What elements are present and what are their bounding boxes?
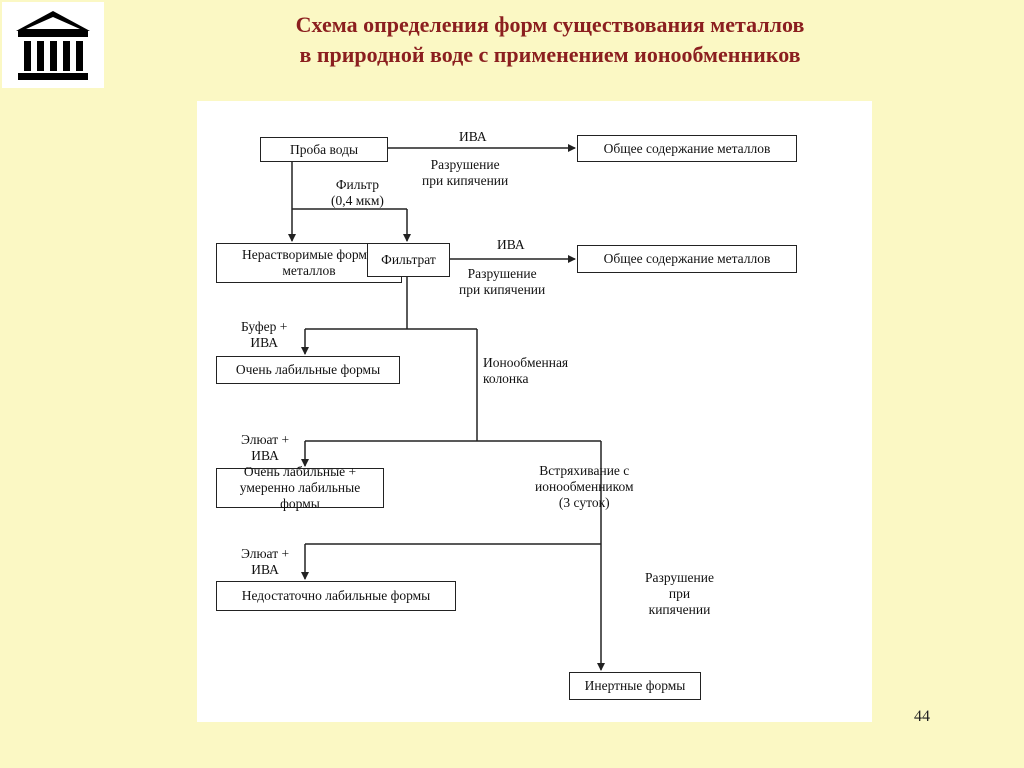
node-total-metals-2: Общее содержание металлов	[577, 245, 797, 273]
label-destruction-1-text: Разрушение при кипячении	[422, 157, 509, 188]
label-filter-text: Фильтр (0,4 мкм)	[331, 177, 384, 208]
node-very-labile: Очень лабильные формы	[216, 356, 400, 384]
slide-title: Схема определения форм существования мет…	[120, 10, 980, 70]
logo	[2, 2, 104, 88]
label-ion-column-text: Ионообменная колонка	[483, 355, 569, 386]
node-very-mod-labile: Очень лабильные + умеренно лабильные фор…	[216, 464, 384, 511]
page-number: 44	[914, 708, 930, 725]
label-shaking-text: Встряхивание с ионообменником (3 суток)	[535, 463, 634, 510]
label-filter: Фильтр (0,4 мкм)	[331, 177, 384, 209]
node-inert: Инертные формы	[569, 672, 701, 700]
node-total-metals-1: Общее содержание металлов	[577, 135, 797, 162]
label-iva-1: ИВА	[459, 129, 487, 144]
bank-building-icon	[16, 11, 90, 80]
label-destruction-2: Разрушение при кипячении	[459, 266, 545, 298]
label-iva-2: ИВА	[497, 237, 525, 252]
label-destruction-3-text: Разрушение при кипячении	[645, 570, 714, 617]
scanned-diagram: Проба воды Общее содержание металлов ИВА…	[197, 101, 872, 722]
diagram-connectors	[288, 144, 605, 671]
label-buffer-iva: Буфер + ИВА	[241, 319, 287, 351]
label-destruction-3: Разрушение при кипячении	[645, 570, 714, 618]
label-eluate-iva-2-text: Элюат + ИВА	[241, 546, 290, 577]
title-line-1: Схема определения форм существования мет…	[295, 12, 805, 37]
label-shaking: Встряхивание с ионообменником (3 суток)	[535, 463, 634, 511]
label-ion-column: Ионообменная колонка	[483, 355, 568, 387]
node-insufficiently-labile: Недостаточно лабильные формы	[216, 581, 456, 611]
title-line-2: в природной воде с применением ионообмен…	[299, 42, 801, 67]
label-eluate-iva-2: Элюат + ИВА	[241, 546, 289, 578]
label-destruction-1: Разрушение при кипячении	[422, 157, 508, 189]
label-eluate-iva-1-text: Элюат + ИВА	[241, 432, 290, 463]
label-destruction-2-text: Разрушение при кипячении	[459, 266, 546, 297]
label-eluate-iva-1: Элюат + ИВА	[241, 432, 289, 464]
node-water-sample: Проба воды	[260, 137, 388, 162]
label-buffer-iva-text: Буфер + ИВА	[241, 319, 288, 350]
node-filtrate: Фильтрат	[367, 243, 450, 277]
